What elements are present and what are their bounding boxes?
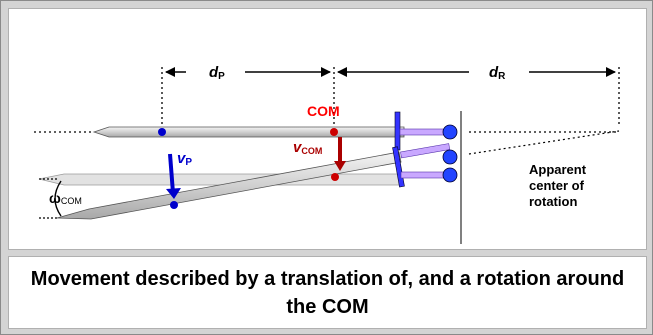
vp-arrowhead bbox=[166, 188, 181, 199]
rotated-shaft bbox=[56, 151, 402, 220]
top-shaft bbox=[92, 126, 405, 138]
com-label: COM bbox=[307, 103, 340, 119]
diagram-panel: dP dR COM bbox=[8, 8, 647, 250]
diagram-svg: dP dR COM bbox=[34, 64, 620, 244]
vp-label: vP bbox=[177, 150, 192, 168]
caption-text: Movement described by a translation of, … bbox=[30, 267, 625, 318]
rotation-extension-dots bbox=[468, 130, 620, 155]
top-hosel bbox=[399, 128, 450, 136]
vcom-label: vCOM bbox=[293, 139, 322, 156]
top-club-ball bbox=[442, 124, 458, 140]
point-p-top bbox=[158, 128, 166, 136]
translated-shaft bbox=[38, 173, 402, 186]
vcom-arrowhead bbox=[334, 161, 346, 171]
vp-arrow bbox=[168, 153, 175, 194]
dp-label: dP bbox=[209, 64, 225, 82]
apparent-center-label: Apparent center of rotation bbox=[529, 162, 590, 209]
point-p-rotated bbox=[170, 201, 178, 209]
rotated-club-ball-upper bbox=[442, 149, 458, 165]
omega-label: ωCOM bbox=[49, 190, 82, 206]
rotated-club-ball-lower bbox=[442, 167, 458, 183]
top-club-head bbox=[394, 111, 401, 151]
dr-label: dR bbox=[489, 64, 506, 82]
com-point-top bbox=[330, 128, 338, 136]
caption-panel: Movement described by a translation of, … bbox=[8, 256, 647, 329]
com-point-rotated bbox=[331, 173, 339, 181]
omega-arc bbox=[54, 180, 62, 217]
rotated-hosel-upper bbox=[400, 143, 451, 159]
